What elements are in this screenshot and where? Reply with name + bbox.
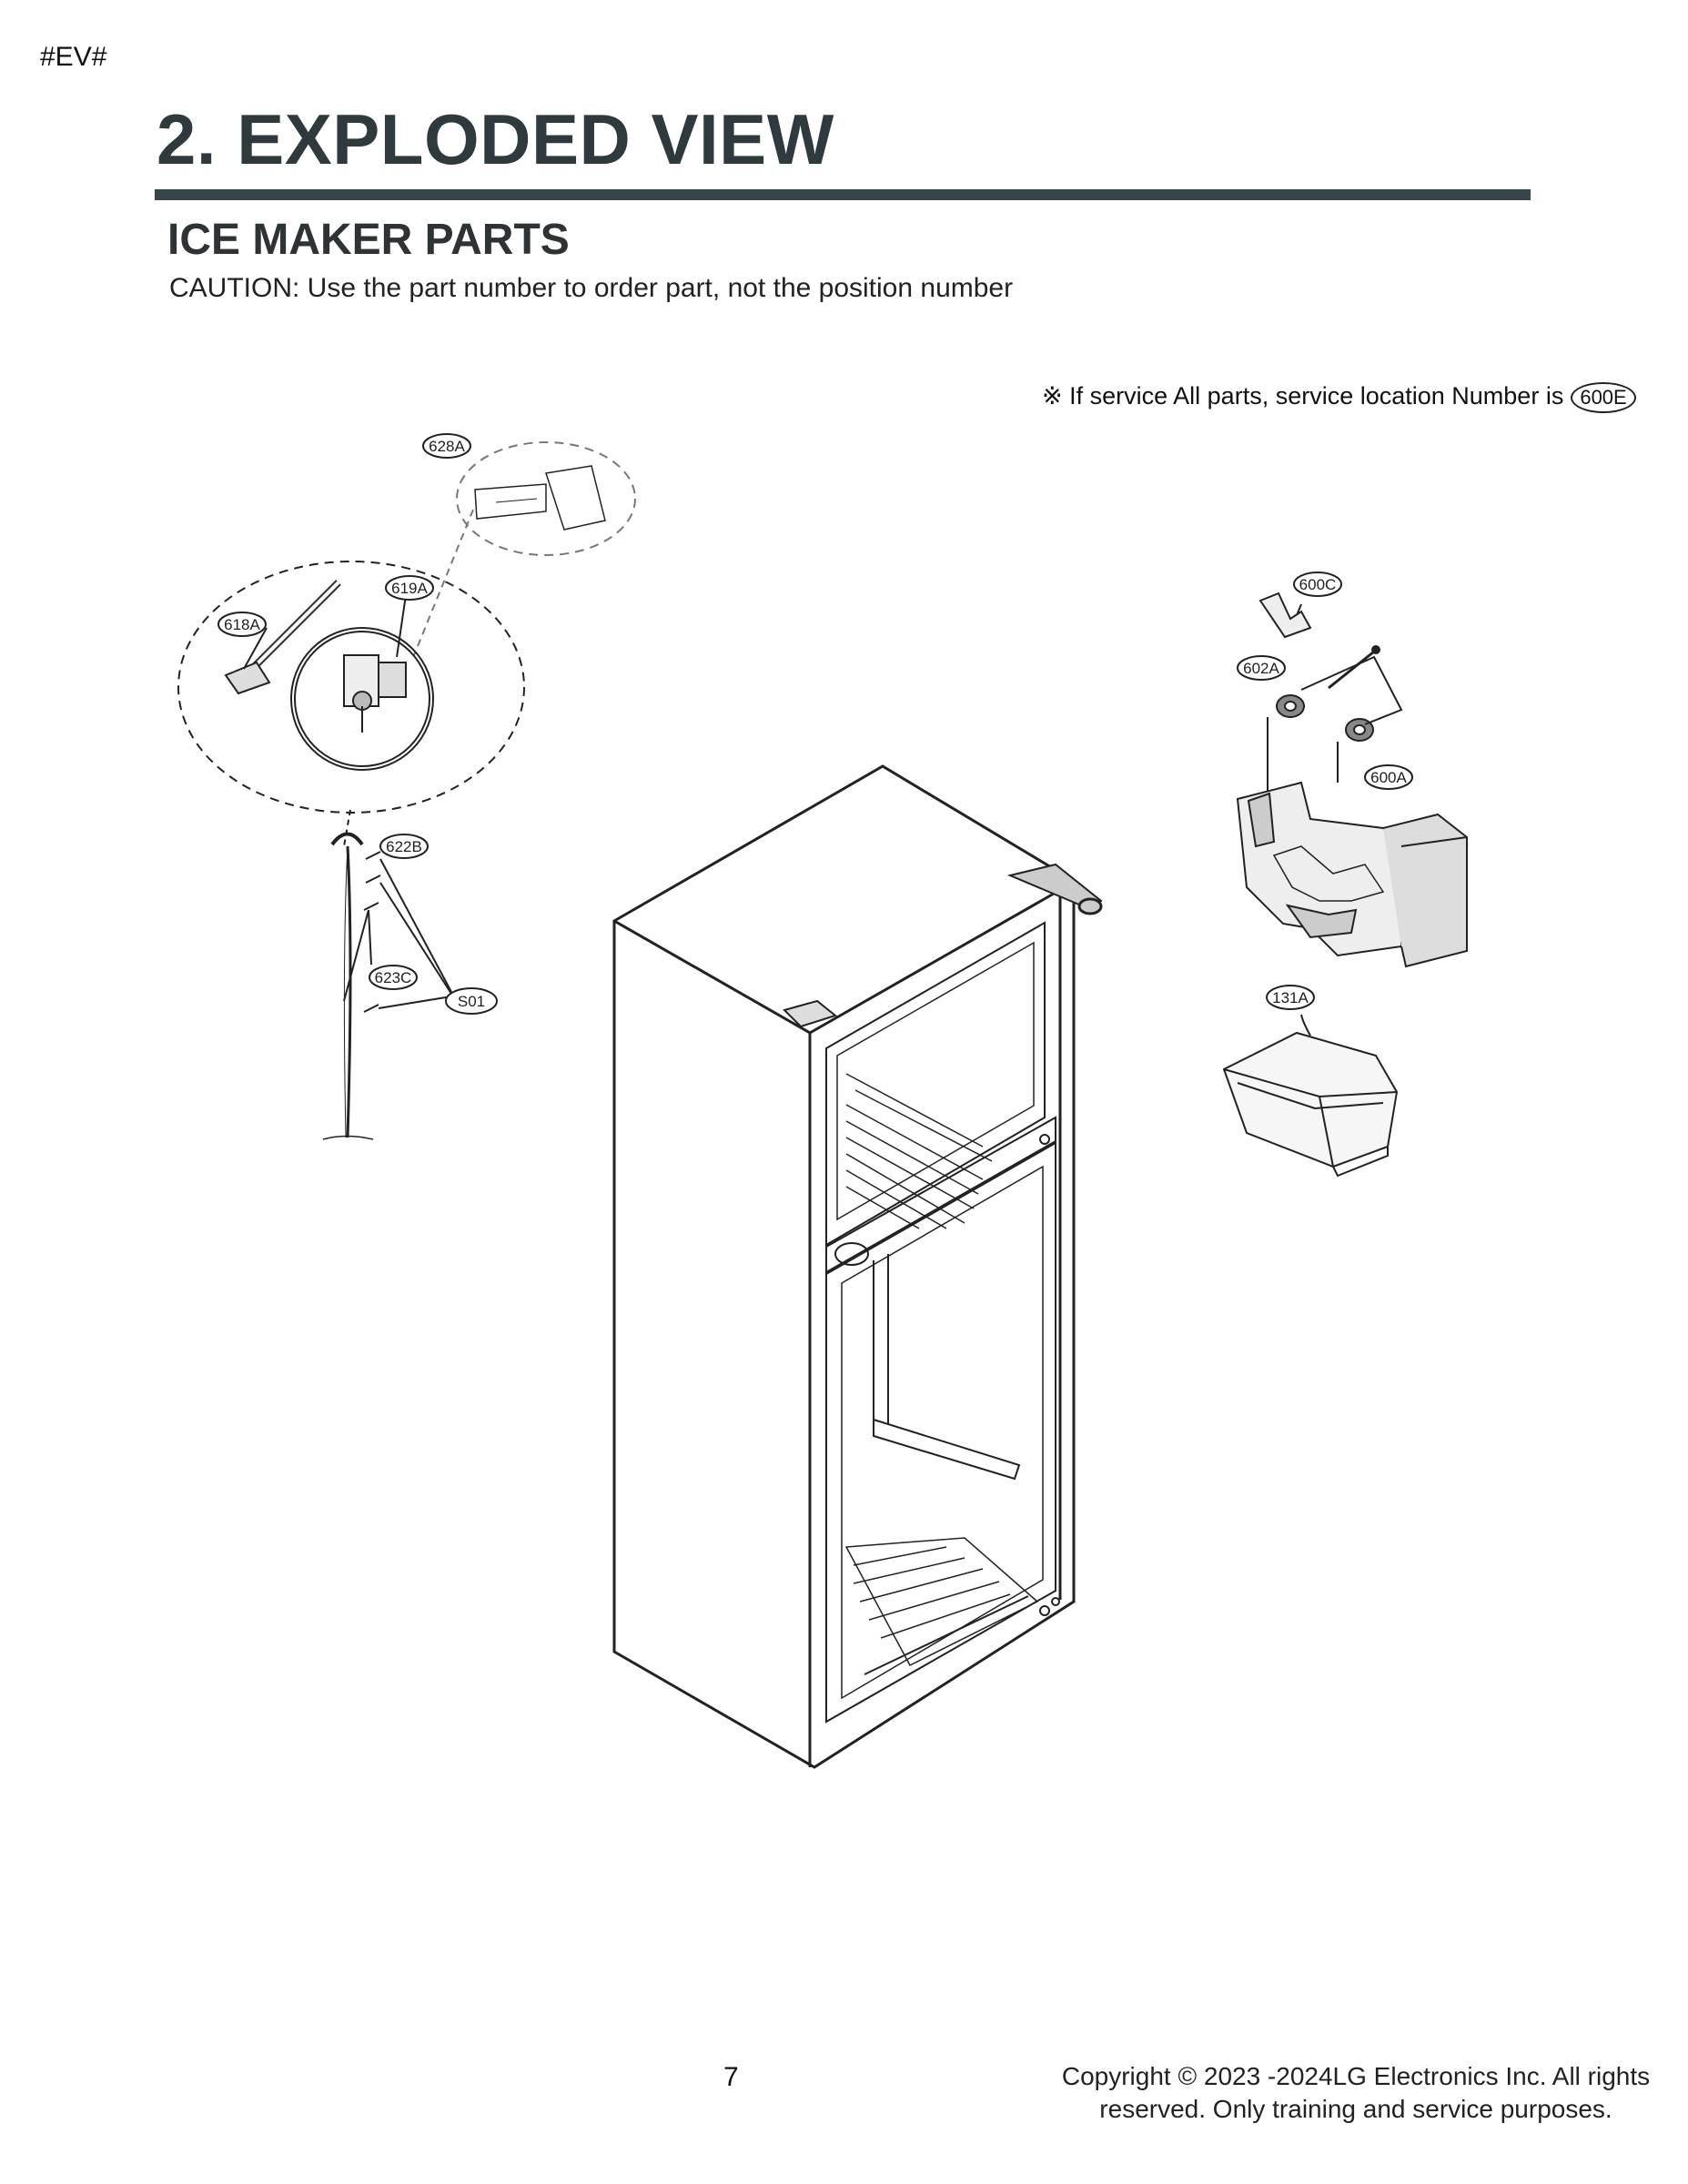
- callout-619A: 619A: [385, 575, 434, 601]
- svg-text:S01: S01: [458, 993, 485, 1010]
- callout-S01: S01: [445, 987, 498, 1015]
- svg-text:618A: 618A: [224, 616, 260, 633]
- callout-131A: 131A: [1266, 985, 1315, 1010]
- callout-628A: 628A: [422, 433, 471, 459]
- callout-600A: 600A: [1364, 764, 1413, 790]
- title-divider: [155, 189, 1531, 200]
- callout-622B: 622B: [379, 834, 429, 859]
- section-heading: ICE MAKER PARTS: [167, 216, 570, 264]
- callout-618A: 618A: [217, 612, 267, 637]
- document-tag: #EV#: [40, 42, 107, 72]
- svg-text:622B: 622B: [386, 838, 422, 855]
- page-title: 2. EXPLODED VIEW: [157, 99, 834, 179]
- refrigerator-cabinet: [612, 764, 1103, 1769]
- page-number: 7: [723, 2062, 739, 2092]
- water-valve-assembly: [177, 441, 636, 1140]
- service-location-badge: 600E: [1571, 382, 1636, 413]
- svg-text:600A: 600A: [1370, 769, 1407, 786]
- svg-text:619A: 619A: [391, 580, 428, 597]
- caution-text: CAUTION: Use the part number to order pa…: [169, 273, 1014, 303]
- svg-text:600C: 600C: [1299, 576, 1337, 593]
- service-note: ※ If service All parts, service location…: [1042, 382, 1636, 413]
- ice-maker-assembly: [1222, 592, 1468, 1178]
- svg-text:602A: 602A: [1243, 660, 1279, 677]
- copyright-line-1: Copyright © 2023 -2024LG Electronics Inc…: [1061, 2062, 1651, 2090]
- copyright-notice: Copyright © 2023 -2024LG Electronics Inc…: [1046, 2060, 1665, 2126]
- service-note-text: ※ If service All parts, service location…: [1042, 382, 1564, 410]
- svg-text:131A: 131A: [1272, 989, 1309, 1006]
- callout-600C: 600C: [1293, 571, 1342, 597]
- copyright-line-2: reserved. Only training and service purp…: [1099, 2095, 1612, 2123]
- callout-623C: 623C: [369, 965, 418, 990]
- svg-text:628A: 628A: [429, 438, 465, 455]
- svg-text:623C: 623C: [375, 969, 412, 986]
- callout-602A: 602A: [1237, 655, 1286, 681]
